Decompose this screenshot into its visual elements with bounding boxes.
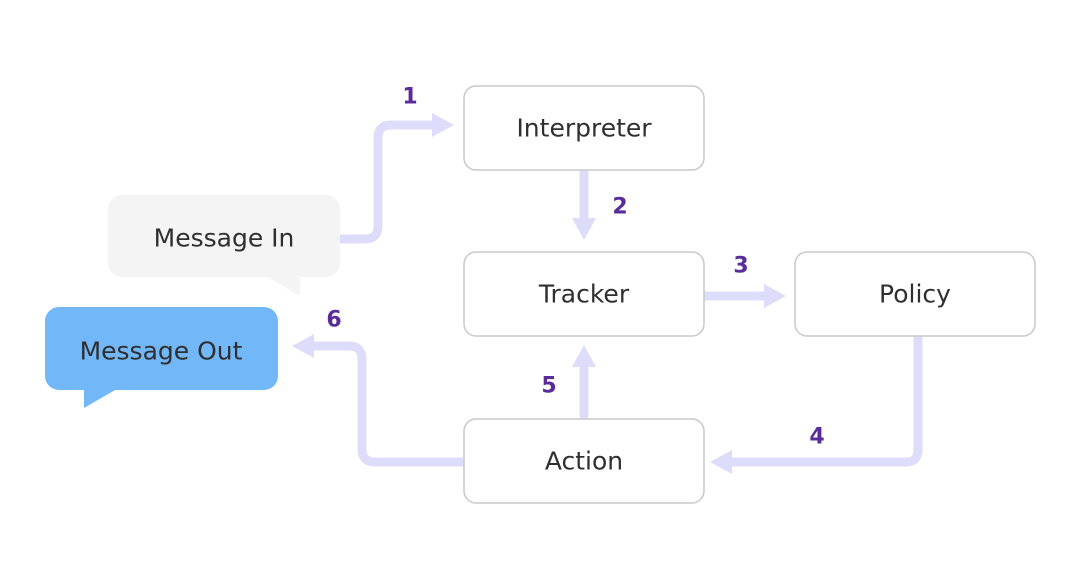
step-2-label: 2 bbox=[612, 195, 627, 220]
action-label: Action bbox=[545, 447, 623, 476]
connectors bbox=[292, 113, 923, 474]
arrow-action-to-message-out bbox=[307, 341, 469, 467]
node-action: Action bbox=[463, 418, 705, 504]
step-numbers: 1 2 3 4 5 6 bbox=[326, 85, 824, 450]
arrowhead-2 bbox=[572, 218, 596, 240]
interpreter-label: Interpreter bbox=[516, 114, 652, 143]
step-5-label: 5 bbox=[541, 374, 556, 399]
message-in-bubble: Message In bbox=[108, 195, 340, 296]
tracker-label: Tracker bbox=[538, 280, 630, 309]
arrowhead-6 bbox=[292, 334, 314, 358]
message-out-label: Message Out bbox=[80, 337, 243, 366]
step-3-label: 3 bbox=[733, 254, 748, 279]
node-tracker: Tracker bbox=[463, 251, 705, 337]
message-in-label: Message In bbox=[154, 224, 295, 253]
arrowhead-3 bbox=[764, 284, 786, 308]
arrowhead-4 bbox=[710, 450, 732, 474]
arrowhead-5 bbox=[572, 345, 596, 367]
arrow-message-in-to-interpreter bbox=[335, 120, 439, 244]
arrow-policy-to-action bbox=[725, 333, 923, 467]
node-policy: Policy bbox=[794, 251, 1036, 337]
node-interpreter: Interpreter bbox=[463, 85, 705, 171]
step-4-label: 4 bbox=[809, 425, 824, 450]
step-6-label: 6 bbox=[326, 308, 341, 333]
message-out-bubble: Message Out bbox=[45, 307, 278, 408]
step-1-label: 1 bbox=[402, 85, 417, 110]
policy-label: Policy bbox=[879, 280, 951, 309]
arrowhead-1 bbox=[432, 113, 454, 137]
